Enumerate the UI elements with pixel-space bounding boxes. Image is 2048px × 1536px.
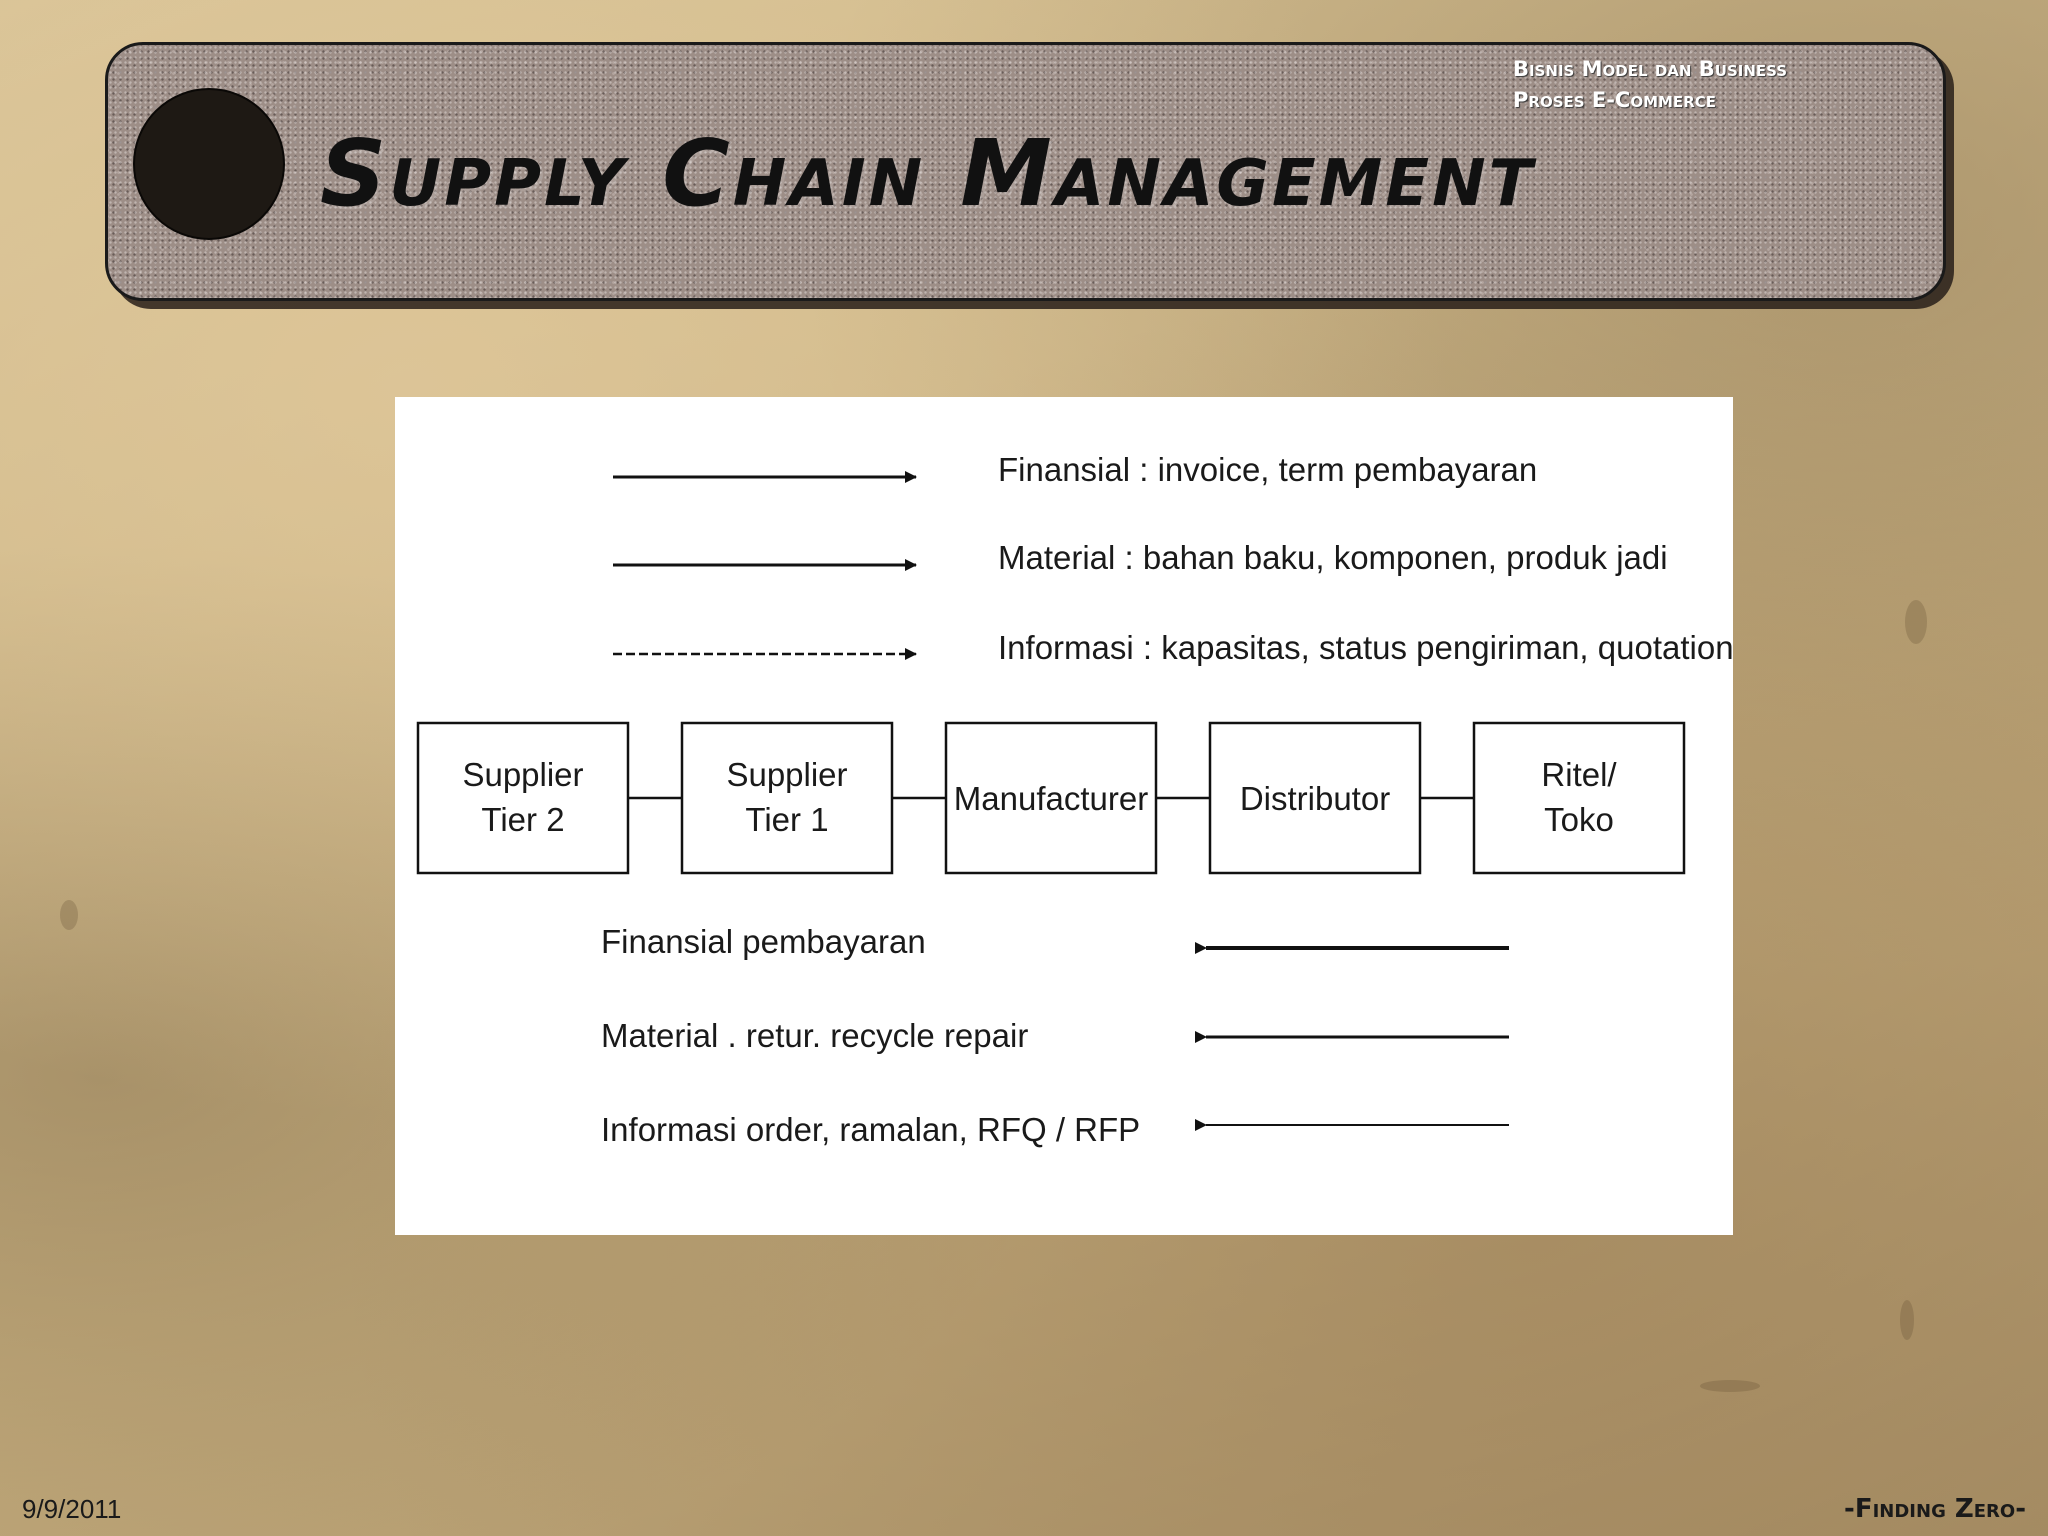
node-supplier-tier-2: Supplier Tier 2 <box>416 721 630 875</box>
node-distributor: Distributor <box>1208 721 1422 875</box>
diagram-canvas: Finansial : invoice, term pembayaran Mat… <box>416 451 1733 1148</box>
background-texture <box>1700 1380 1760 1392</box>
slide-footer: -Finding Zero- <box>1844 1494 2026 1524</box>
forward-flow-label-information: Informasi : kapasitas, status pengiriman… <box>998 629 1733 666</box>
forward-flow-label-material: Material : bahan baku, komponen, produk … <box>998 539 1668 576</box>
course-subtitle-line1: Bisnis Model dan Business <box>1513 57 1788 81</box>
node-label-line1: Supplier <box>726 756 847 793</box>
forward-flow-label-financial: Finansial : invoice, term pembayaran <box>998 451 1537 488</box>
filled-circle-icon <box>133 88 285 240</box>
course-subtitle: Bisnis Model dan Business Proses E-Comme… <box>1513 54 1873 116</box>
node-label-line1: Manufacturer <box>954 780 1148 817</box>
reverse-flow-label-financial: Finansial pembayaran <box>601 923 926 960</box>
background-texture <box>1905 600 1927 644</box>
supply-chain-diagram: Finansial : invoice, term pembayaran Mat… <box>395 397 1733 1235</box>
node-label-line2: Tier 2 <box>481 801 564 838</box>
reverse-flow-label-material: Material . retur. recycle repair <box>601 1017 1028 1054</box>
course-subtitle-line2: Proses E-Commerce <box>1513 88 1716 112</box>
node-label-line2: Tier 1 <box>745 801 828 838</box>
node-manufacturer: Manufacturer <box>944 721 1158 875</box>
node-label-line1: Ritel/ <box>1541 756 1617 793</box>
title-banner <box>105 42 1946 301</box>
node-ritel-toko: Ritel/ Toko <box>1472 721 1686 875</box>
slide-date: 9/9/2011 <box>22 1494 122 1524</box>
background-texture <box>60 900 78 930</box>
background-texture <box>1900 1300 1914 1340</box>
node-supplier-tier-1: Supplier Tier 1 <box>680 721 894 875</box>
reverse-flow-label-information: Informasi order, ramalan, RFQ / RFP <box>601 1111 1140 1148</box>
node-label-line1: Supplier <box>462 756 583 793</box>
slide-title: Supply Chain Management <box>320 120 1536 227</box>
node-label-line2: Toko <box>1544 801 1614 838</box>
node-label-line1: Distributor <box>1240 780 1390 817</box>
